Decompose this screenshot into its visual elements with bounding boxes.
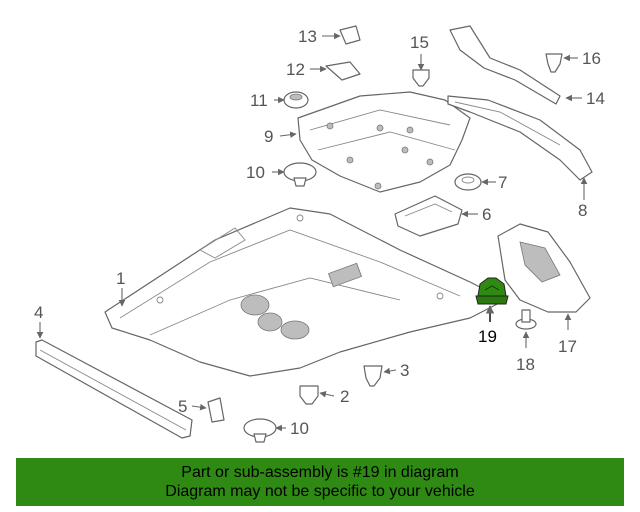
part-5-bracket[interactable] (207, 397, 225, 423)
part-13-bracket[interactable] (339, 25, 361, 45)
callout-11: 11 (250, 91, 268, 110)
leader-lines (36, 32, 588, 432)
part-6-plate[interactable] (394, 195, 463, 237)
part-17-side-shield[interactable] (497, 223, 591, 313)
part-15-bolt[interactable] (412, 69, 430, 87)
callout-10-lower: 10 (290, 419, 309, 438)
parts-diagram: 1 2 3 4 5 6 7 8 9 10 10 11 12 13 14 15 1… (34, 25, 605, 443)
callout-16: 16 (582, 49, 601, 68)
part-18-bolt[interactable] (515, 309, 537, 330)
callout-1: 1 (116, 269, 125, 288)
callout-14: 14 (586, 89, 605, 108)
callout-15: 15 (410, 33, 429, 52)
callout-18: 18 (516, 355, 535, 374)
callout-6: 6 (482, 205, 491, 224)
part-4-front-strip[interactable] (35, 339, 193, 439)
callout-7: 7 (498, 173, 507, 192)
callout-12: 12 (286, 60, 305, 79)
callout-10-upper: 10 (246, 163, 265, 182)
part-1-underbody-shield[interactable] (104, 207, 506, 377)
callout-labels: 1 2 3 4 5 6 7 8 9 10 10 11 12 13 14 15 1… (34, 27, 605, 438)
part-10-plug-lower[interactable] (243, 418, 277, 443)
part-16-clip[interactable] (545, 53, 563, 73)
callout-9: 9 (264, 127, 273, 146)
banner-line-1: Part or sub-assembly is #19 in diagram (181, 464, 459, 481)
part-14-long-bracket[interactable] (447, 95, 593, 181)
callout-4: 4 (34, 303, 43, 322)
callout-19-highlighted: 19 (478, 327, 497, 346)
part-10-plug-upper[interactable] (283, 162, 317, 187)
part-11-grommet[interactable] (283, 91, 309, 109)
part-19-highlighted[interactable] (475, 277, 509, 305)
callout-13: 13 (298, 27, 317, 46)
banner-line-2: Diagram may not be specific to your vehi… (165, 483, 475, 500)
callout-2: 2 (340, 387, 349, 406)
callout-3: 3 (400, 361, 409, 380)
part-3-nut[interactable] (363, 365, 383, 387)
part-12-bracket[interactable] (325, 61, 361, 81)
part-2-bolt[interactable] (299, 385, 319, 405)
part-7-clip[interactable] (454, 173, 482, 191)
callout-5: 5 (178, 397, 187, 416)
part-upper-bracket[interactable] (449, 25, 561, 105)
info-banner: Part or sub-assembly is #19 in diagram D… (16, 458, 624, 506)
part-9-upper-shield[interactable] (297, 91, 471, 193)
callout-8: 8 (578, 201, 587, 220)
callout-17: 17 (558, 337, 577, 356)
